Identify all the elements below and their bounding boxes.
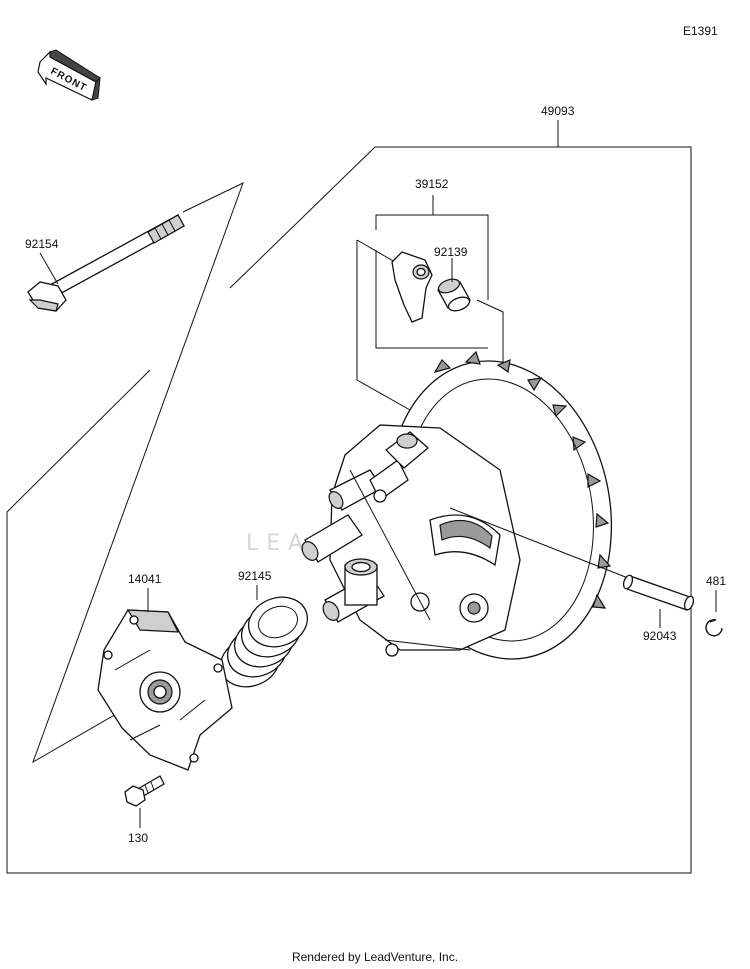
cam-arm	[391, 251, 433, 323]
pin	[622, 574, 695, 611]
clutch-assembly	[301, 350, 613, 660]
label-39152: 39152	[415, 177, 449, 191]
short-bolt	[124, 775, 165, 807]
label-49093: 49093	[541, 104, 575, 118]
footer-credit: Rendered by LeadVenture, Inc.	[291, 950, 459, 964]
label-481: 481	[706, 574, 726, 588]
collar	[437, 278, 471, 312]
arm-guide-left	[356, 240, 411, 411]
arm-box-left	[375, 250, 488, 349]
label-92139: 92139	[434, 245, 468, 259]
guide-lines	[32, 182, 244, 764]
pin-guide	[449, 507, 629, 579]
leader-92154	[39, 252, 59, 285]
front-arrow-icon: FRONT	[37, 49, 101, 101]
label-92145: 92145	[238, 569, 272, 583]
arm-guide-top	[356, 239, 396, 263]
circlip	[705, 619, 723, 637]
spring	[219, 596, 309, 688]
label-92154: 92154	[25, 237, 59, 251]
cover-plate	[97, 609, 233, 771]
long-bolt	[27, 214, 185, 312]
label-130: 130	[128, 831, 148, 845]
label-14041: 14041	[128, 572, 162, 586]
label-92043: 92043	[643, 629, 677, 643]
diagram-code: E1391	[683, 24, 718, 38]
assembly-frame	[6, 146, 692, 874]
arm-box-top	[375, 214, 489, 300]
